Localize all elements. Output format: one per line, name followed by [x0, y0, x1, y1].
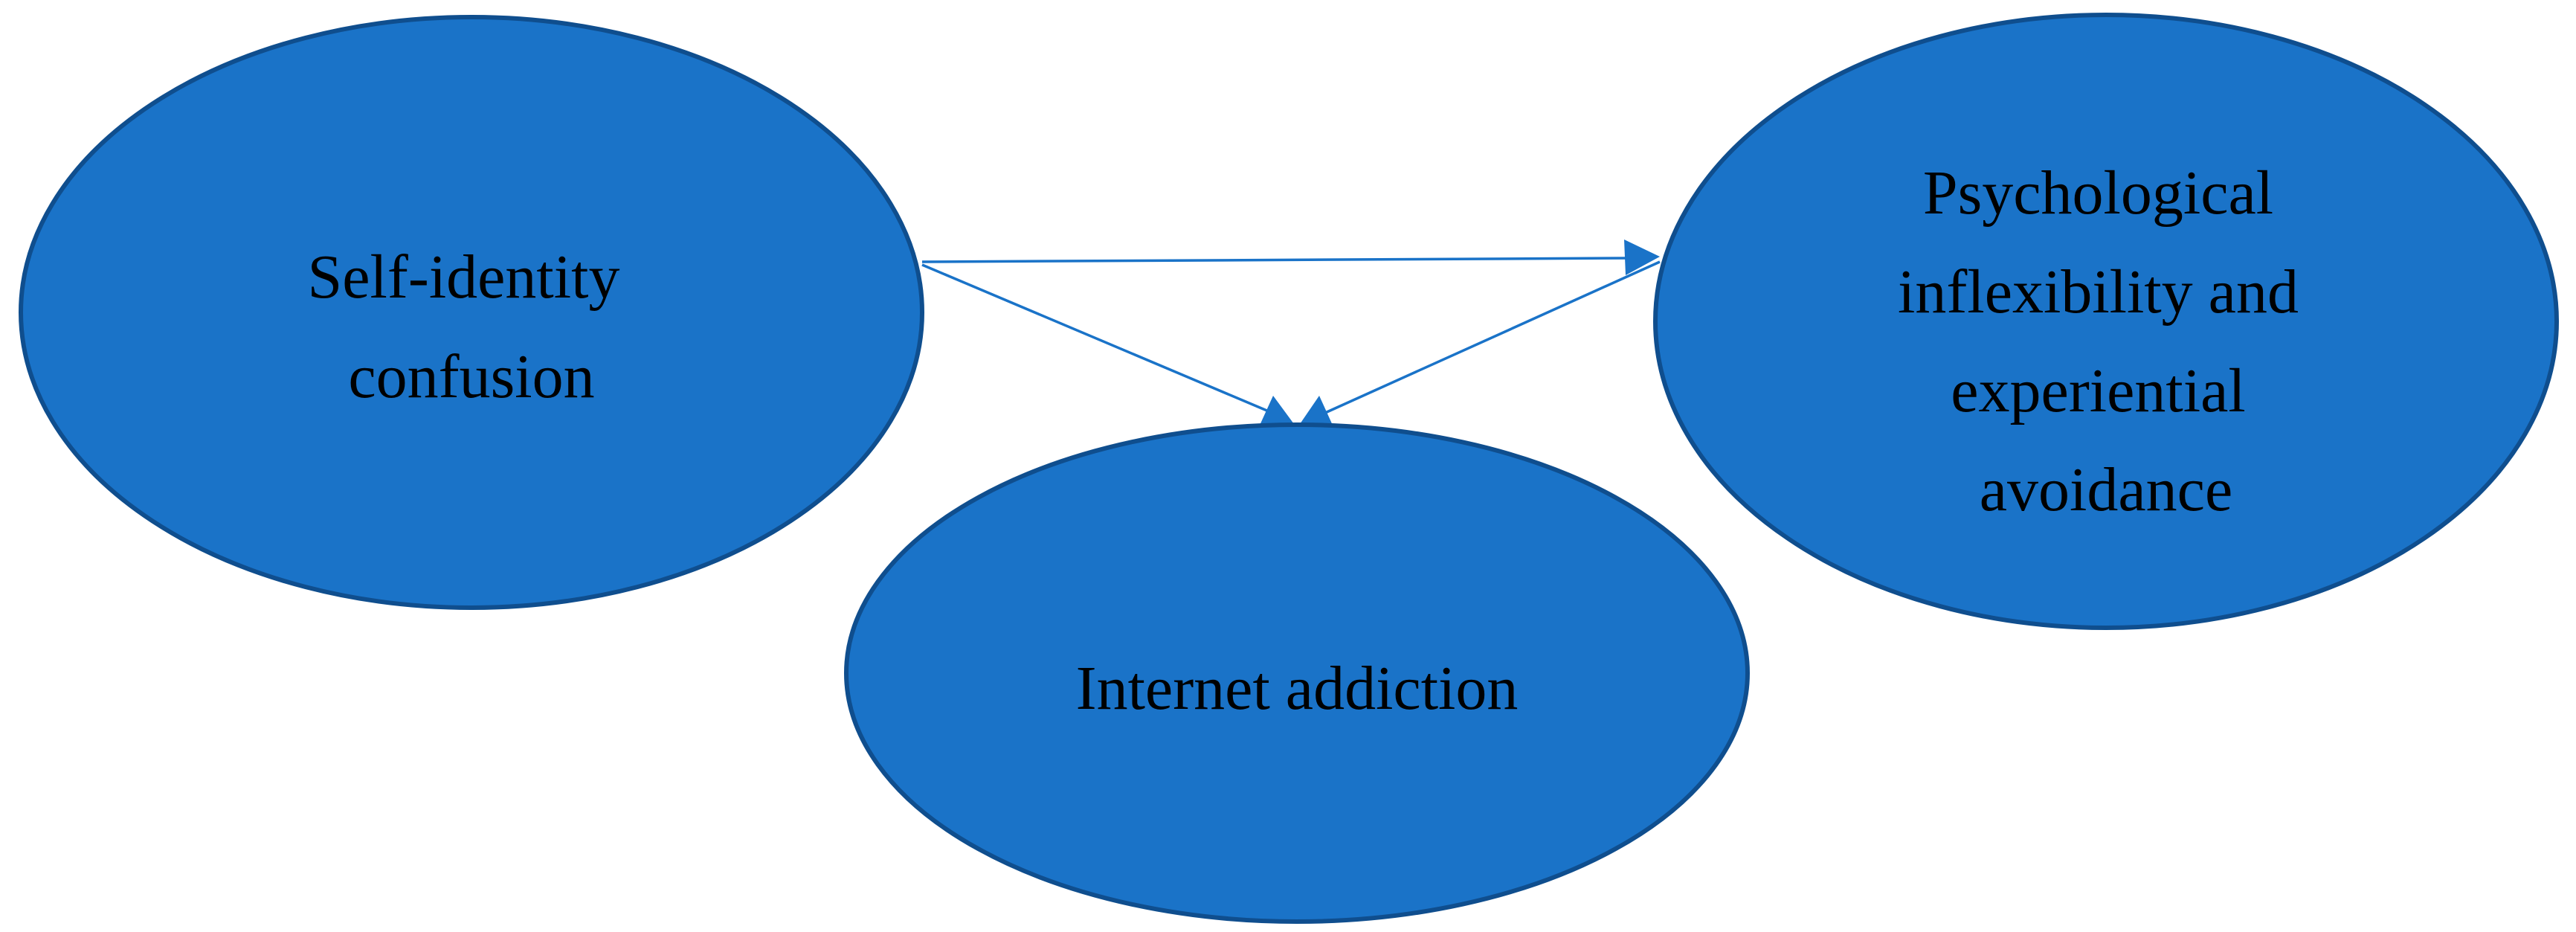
node-psych-inflexibility-label-line-4: avoidance — [1980, 455, 2232, 524]
node-psych-inflexibility-label-line-1: Psychological — [1923, 158, 2273, 228]
node-psychological-inflexibility: Psychological inflexibility and experien… — [1653, 13, 2559, 630]
arrowhead-to-psych-inflexibility — [1624, 240, 1660, 275]
node-psych-inflexibility-label: Psychological inflexibility and experien… — [1898, 158, 2314, 524]
node-psych-inflexibility-label-line-2: inflexibility and — [1898, 257, 2299, 327]
node-self-identity-shape — [19, 15, 924, 610]
edge-psych-inflexibility-to-internet-addiction — [1324, 260, 1661, 414]
node-internet-addiction-label-line-1: Internet addiction — [1076, 654, 1519, 723]
node-psych-inflexibility-shape — [1653, 13, 2559, 630]
node-internet-addiction-shape — [844, 422, 1750, 924]
node-internet-addiction: Internet addiction — [844, 422, 1750, 924]
edge-self-identity-to-internet-addiction — [921, 263, 1269, 413]
node-internet-addiction-label: Internet addiction — [1076, 654, 1519, 723]
node-psych-inflexibility-label-line-3: experiential — [1951, 356, 2245, 425]
arrowhead-from-self-identity-to-internet-addiction — [1258, 396, 1294, 428]
arrowhead-from-psych-inflexibility-to-internet-addiction — [1300, 396, 1334, 428]
node-self-identity-confusion: Self-identity confusion — [19, 15, 924, 610]
node-self-identity-label: Self-identity confusion — [308, 242, 636, 411]
edges — [921, 240, 1661, 428]
node-self-identity-label-line-2: confusion — [348, 342, 594, 411]
node-self-identity-label-line-1: Self-identity — [308, 242, 620, 312]
edge-self-identity-to-psych-inflexibility — [921, 257, 1629, 263]
